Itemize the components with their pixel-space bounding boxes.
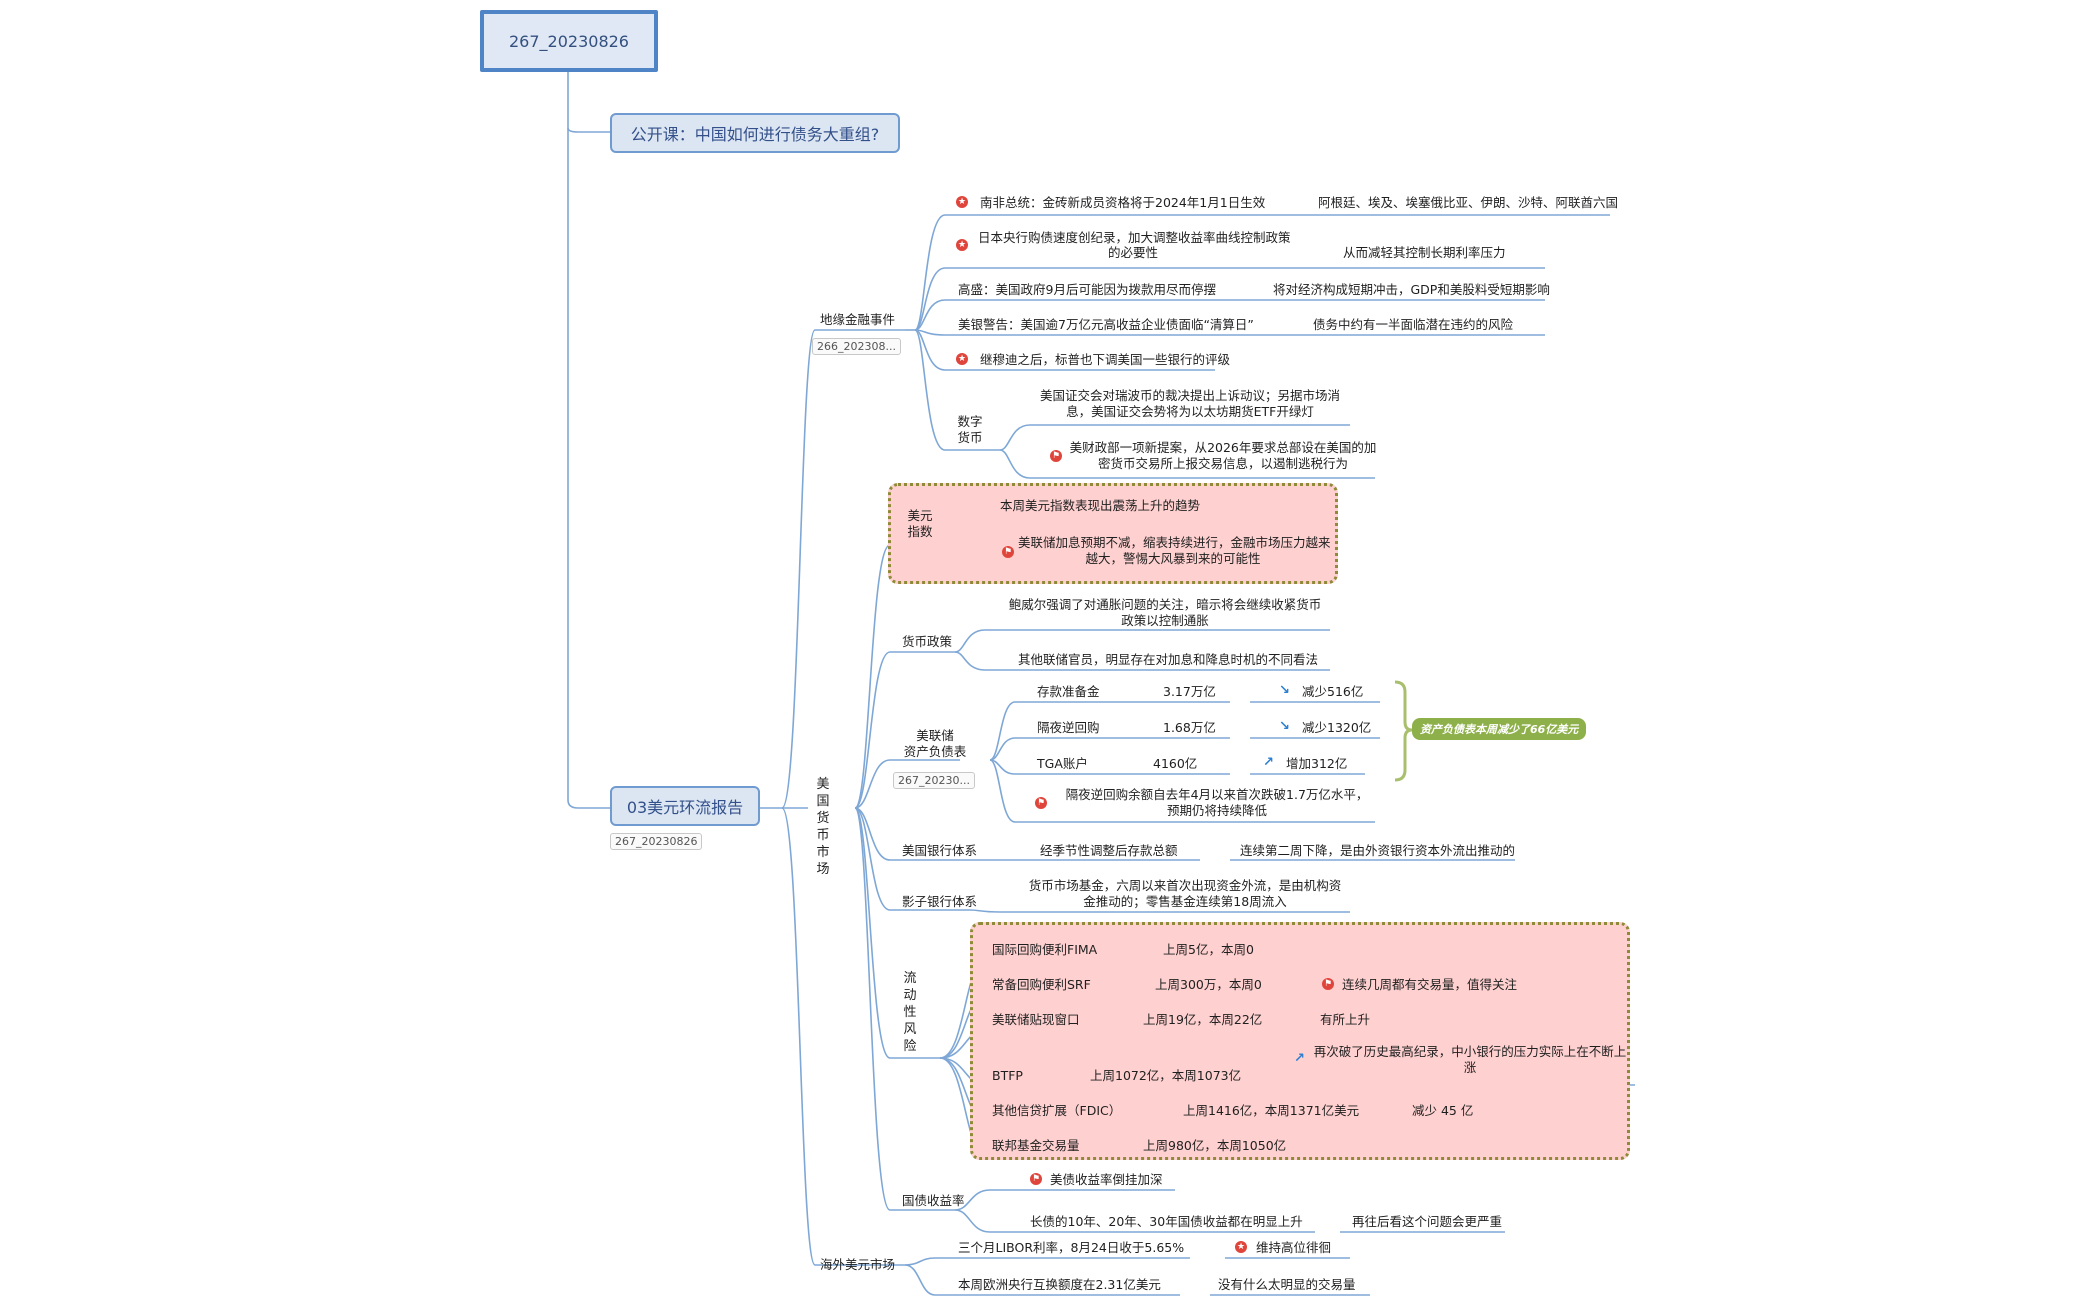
liquidity-row-6-value[interactable]: 上周980亿，本周1050亿	[1143, 1138, 1287, 1153]
liquidity-row-5-value[interactable]: 上周1416亿，本周1371亿美元	[1183, 1103, 1360, 1118]
treasury-item-2[interactable]: 长债的10年、20年、30年国债收益都在明显上升	[1030, 1214, 1303, 1229]
root-title: 267_20230826	[509, 31, 629, 51]
usd-index-item-2-line1[interactable]: 美联储加息预期不减，缩表持续进行，金融市场压力越来	[1018, 535, 1331, 550]
money-market-label[interactable]: 美 国 货 币 市 场	[816, 777, 830, 877]
balance-row-1-name[interactable]: 存款准备金	[1037, 684, 1100, 699]
geo-item-4[interactable]: 美银警告：美国逾7万亿元高收益企业债面临“清算日”	[958, 317, 1254, 332]
geo-item-2-line2[interactable]: 的必要性	[1107, 245, 1158, 260]
policy-item-2[interactable]: 其他联储官员，明显存在对加息和降息时机的不同看法	[1018, 652, 1319, 667]
star-icon: ★	[956, 353, 968, 365]
liquidity-row-2-name[interactable]: 常备回购便利SRF	[992, 977, 1091, 992]
usd-index-label-line1[interactable]: 美元	[907, 508, 933, 523]
liquidity-label[interactable]: 流 动 性 风 险	[903, 971, 917, 1054]
liquidity-row-4-name[interactable]: BTFP	[992, 1068, 1023, 1083]
liquidity-row-4-value[interactable]: 上周1072亿，本周1073亿	[1090, 1068, 1242, 1083]
flag-icon: ⚑	[1322, 978, 1334, 990]
treasury-item-1[interactable]: 美债收益率倒挂加深	[1050, 1172, 1163, 1187]
overseas-item-2[interactable]: 本周欧洲央行互换额度在2.31亿美元	[958, 1277, 1161, 1292]
root-topic[interactable]: 267_20230826	[480, 10, 658, 72]
flag-icon: ⚑	[1050, 450, 1062, 462]
geo-item-3-detail[interactable]: 将对经济构成短期冲击，GDP和美股料受短期影响	[1273, 282, 1550, 297]
liquidity-row-1-name[interactable]: 国际回购便利FIMA	[992, 942, 1098, 957]
overseas-item-1-detail[interactable]: 维持高位徘徊	[1256, 1240, 1332, 1255]
liquidity-row-4-note-line2[interactable]: 涨	[1463, 1060, 1477, 1075]
usd-index-item-1[interactable]: 本周美元指数表现出震荡上升的趋势	[1000, 498, 1201, 513]
flag-icon: ⚑	[1002, 546, 1014, 558]
liquidity-row-3-value[interactable]: 上周19亿，本周22亿	[1143, 1012, 1263, 1027]
digital-label-line1[interactable]: 数字	[957, 414, 983, 429]
balance-callout[interactable]: 资产负债表本周减少了66亿美元	[1412, 718, 1587, 740]
star-icon: ★	[956, 239, 968, 251]
usd-index-item-2-line2[interactable]: 越大，警惕大风暴到来的可能性	[1085, 551, 1261, 566]
bank-system-text[interactable]: 经季节性调整后存款总额	[1040, 843, 1178, 858]
geo-item-5[interactable]: 继穆迪之后，标普也下调美国一些银行的评级	[980, 352, 1231, 367]
balance-row-1-change[interactable]: 减少516亿	[1302, 684, 1364, 699]
balance-row-3-change[interactable]: 增加312亿	[1286, 756, 1348, 771]
topic-usd-report-tag[interactable]: 267_20230826	[610, 833, 703, 850]
arrow-down-icon: ↘	[1279, 683, 1290, 698]
liquidity-risk-highlight	[970, 922, 1630, 1160]
bank-system-detail[interactable]: 连续第二周下降，是由外资银行资本外流出推动的	[1240, 843, 1516, 858]
digital-item-1-line2[interactable]: 息，美国证交会势将为以太坊期货ETF开绿灯	[1066, 404, 1314, 419]
balance-row-3-name[interactable]: TGA账户	[1037, 756, 1088, 771]
flag-icon: ⚑	[1030, 1173, 1042, 1185]
liquidity-row-4-note-line1[interactable]: 再次破了历史最高纪录，中小银行的压力实际上在不断上	[1313, 1044, 1627, 1059]
arrow-down-icon: ↘	[1279, 719, 1290, 734]
treasury-label[interactable]: 国债收益率	[902, 1193, 965, 1208]
liquidity-row-3-note[interactable]: 有所上升	[1320, 1012, 1371, 1027]
geo-label[interactable]: 地缘金融事件	[820, 312, 896, 327]
liquidity-row-2-note[interactable]: 连续几周都有交易量，值得关注	[1342, 977, 1518, 992]
balance-tag[interactable]: 267_20230...	[893, 772, 975, 789]
flag-icon: ⚑	[1035, 797, 1047, 809]
star-icon: ★	[956, 196, 968, 208]
geo-item-4-detail[interactable]: 债务中约有一半面临潜在违约的风险	[1313, 317, 1514, 332]
liquidity-row-2-value[interactable]: 上周300万，本周0	[1155, 977, 1262, 992]
liquidity-row-6-name[interactable]: 联邦基金交易量	[992, 1138, 1080, 1153]
liquidity-row-3-name[interactable]: 美联储贴现窗口	[992, 1012, 1080, 1027]
bank-system-label[interactable]: 美国银行体系	[902, 843, 978, 858]
digital-item-2-line1[interactable]: 美财政部一项新提案，从2026年要求总部设在美国的加	[1069, 440, 1377, 455]
balance-row-1-value[interactable]: 3.17万亿	[1163, 684, 1216, 699]
topic-usd-report[interactable]: 03美元环流报告	[610, 786, 760, 826]
balance-row-2-value[interactable]: 1.68万亿	[1163, 720, 1216, 735]
balance-row-3-value[interactable]: 4160亿	[1153, 756, 1198, 771]
balance-note-line1[interactable]: 隔夜逆回购余额自去年4月以来首次跌破1.7万亿水平，	[1065, 787, 1369, 802]
balance-row-2-name[interactable]: 隔夜逆回购	[1037, 720, 1100, 735]
geo-item-2-line1[interactable]: 日本央行购债速度创纪录，加大调整收益率曲线控制政策	[978, 230, 1291, 245]
shadow-label[interactable]: 影子银行体系	[902, 894, 978, 909]
digital-label-line2[interactable]: 货币	[957, 430, 983, 445]
treasury-item-2-detail[interactable]: 再往后看这个问题会更严重	[1352, 1214, 1503, 1229]
geo-item-2-detail[interactable]: 从而减轻其控制长期利率压力	[1343, 245, 1506, 260]
topic-label: 公开课：中国如何进行债务大重组?	[630, 125, 880, 144]
balance-label-line1[interactable]: 美联储	[916, 728, 954, 743]
star-icon: ★	[1235, 1241, 1247, 1253]
usd-index-label-line2[interactable]: 指数	[907, 524, 933, 539]
usd-index-highlight	[888, 483, 1338, 584]
liquidity-row-1-value[interactable]: 上周5亿，本周0	[1163, 942, 1254, 957]
geo-item-1[interactable]: 南非总统：金砖新成员资格将于2024年1月1日生效	[980, 195, 1266, 210]
arrow-up-icon: ↗	[1263, 755, 1274, 770]
shadow-text-line2[interactable]: 金推动的；零售基金连续第18周流入	[1083, 894, 1287, 909]
digital-item-1-line1[interactable]: 美国证交会对瑞波币的裁决提出上诉动议；另据市场消	[1039, 388, 1340, 403]
policy-label[interactable]: 货币政策	[902, 634, 953, 649]
balance-note-line2[interactable]: 预期仍将持续降低	[1166, 803, 1267, 818]
geo-item-3[interactable]: 高盛：美国政府9月后可能因为拨款用尽而停摆	[958, 282, 1216, 297]
topic-label: 03美元环流报告	[626, 798, 744, 817]
liquidity-row-5-note[interactable]: 减少 45 亿	[1412, 1103, 1474, 1118]
overseas-item-2-detail[interactable]: 没有什么太明显的交易量	[1218, 1277, 1356, 1292]
shadow-text-line1[interactable]: 货币市场基金，六周以来首次出现资金外流，是由机构资	[1028, 878, 1342, 893]
policy-item-1-line1[interactable]: 鲍威尔强调了对通胀问题的关注，暗示将会继续收紧货币	[1008, 597, 1322, 612]
policy-item-1-line2[interactable]: 政策以控制通胀	[1121, 613, 1209, 628]
geo-item-1-detail[interactable]: 阿根廷、埃及、埃塞俄比亚、伊朗、沙特、阿联酋六国	[1318, 195, 1619, 210]
balance-label-line2[interactable]: 资产负债表	[903, 744, 967, 759]
arrow-up-icon: ↗	[1294, 1051, 1305, 1066]
topic-public-course[interactable]: 公开课：中国如何进行债务大重组?	[610, 113, 900, 153]
liquidity-row-5-name[interactable]: 其他信贷扩展（FDIC）	[992, 1103, 1122, 1118]
digital-item-2-line2[interactable]: 密货币交易所上报交易信息，以遏制逃税行为	[1097, 456, 1348, 471]
overseas-item-1[interactable]: 三个月LIBOR利率，8月24日收于5.65%	[958, 1240, 1185, 1255]
overseas-label[interactable]: 海外美元市场	[820, 1257, 896, 1272]
balance-row-2-change[interactable]: 减少1320亿	[1302, 720, 1372, 735]
geo-tag[interactable]: 266_202308...	[812, 338, 901, 355]
